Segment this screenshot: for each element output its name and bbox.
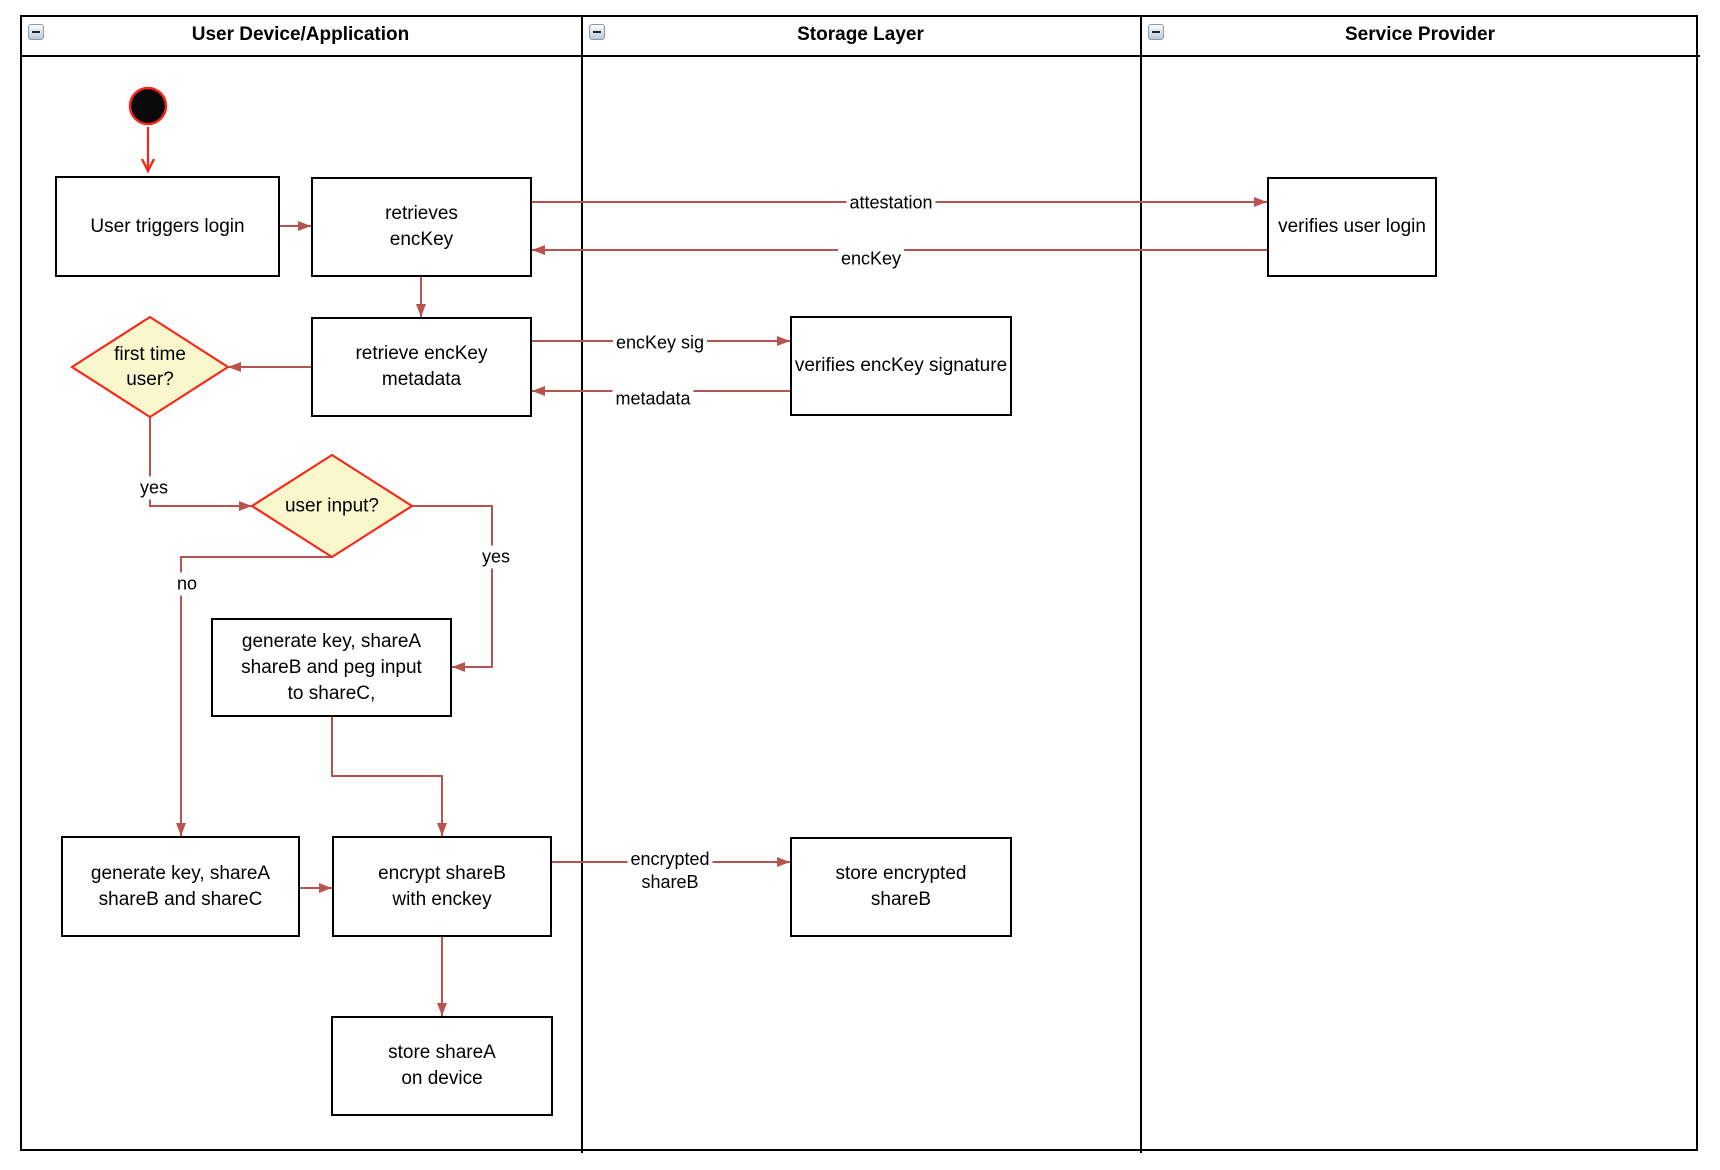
diagram-frame bbox=[20, 15, 1698, 1151]
minus-icon bbox=[32, 31, 40, 33]
initial-node[interactable] bbox=[128, 86, 168, 126]
edge-userinput-no bbox=[176, 556, 332, 836]
node-generate-key-abc[interactable]: generate key, shareA shareB and shareC bbox=[61, 836, 300, 937]
edge-firsttime-yes bbox=[149, 417, 252, 511]
node-encrypt-shareb[interactable]: encrypt shareB with enckey bbox=[332, 836, 552, 937]
edge-label-no-user-input: no bbox=[173, 572, 201, 596]
header-divider bbox=[20, 55, 1700, 57]
edge-userinput-yes bbox=[412, 505, 493, 672]
node-verifies-user-login[interactable]: verifies user login bbox=[1267, 177, 1437, 277]
collapse-lane-button-3[interactable] bbox=[1148, 24, 1164, 40]
decision-first-time-user[interactable] bbox=[69, 315, 231, 419]
edge-label-yes-user-input: yes bbox=[478, 545, 514, 569]
node-retrieve-enckey-metadata[interactable]: retrieve encKey metadata bbox=[311, 317, 532, 417]
edge-label-yes-first-time: yes bbox=[136, 476, 172, 500]
edge-label-enckey-sig: encKey sig bbox=[612, 331, 708, 355]
node-retrieves-enckey[interactable]: retrieves encKey bbox=[311, 177, 532, 277]
collapse-lane-button-2[interactable] bbox=[589, 24, 605, 40]
minus-icon bbox=[1152, 31, 1160, 33]
lane-divider-1 bbox=[581, 15, 583, 1153]
decision-user-input[interactable] bbox=[249, 453, 415, 559]
minus-icon bbox=[593, 31, 601, 33]
node-verifies-enckey-signature[interactable]: verifies encKey signature bbox=[790, 316, 1012, 416]
edge-peg-to-encrypt bbox=[331, 717, 447, 836]
node-store-encrypted-shareb[interactable]: store encrypted shareB bbox=[790, 837, 1012, 937]
edge-label-attestation: attestation bbox=[846, 191, 936, 215]
node-generate-key-peg-input[interactable]: generate key, shareA shareB and peg inpu… bbox=[211, 618, 452, 717]
node-user-triggers-login[interactable]: User triggers login bbox=[55, 176, 280, 277]
edge-label-enckey: encKey bbox=[837, 247, 905, 271]
node-store-sharea[interactable]: store shareA on device bbox=[331, 1016, 553, 1116]
edge-label-metadata: metadata bbox=[612, 387, 694, 411]
collapse-lane-button-1[interactable] bbox=[28, 24, 44, 40]
edge-label-encrypted-shareb: encrypted shareB bbox=[627, 848, 713, 894]
lane-divider-2 bbox=[1140, 15, 1142, 1153]
